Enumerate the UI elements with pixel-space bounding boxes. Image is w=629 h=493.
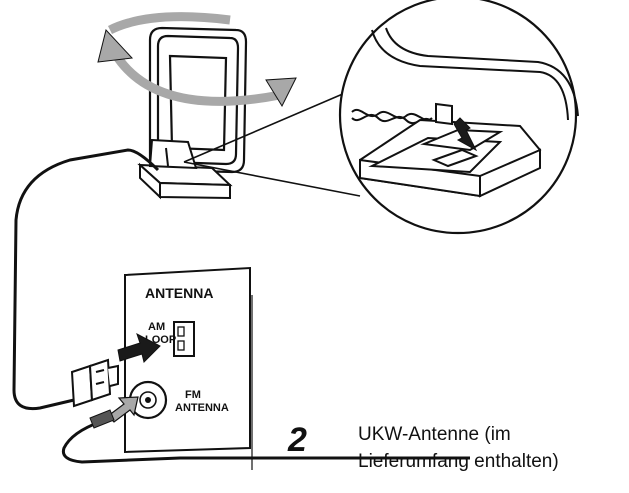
step-number: 2 xyxy=(288,421,307,459)
insertion-arrow xyxy=(453,117,478,152)
fm-antenna-label-line2: ANTENNA xyxy=(175,402,229,414)
fm-connect-arrow xyxy=(107,396,139,423)
panel-title: ANTENNA xyxy=(145,285,213,301)
am-connect-arrow xyxy=(117,332,161,363)
am-antenna-cable xyxy=(12,148,160,411)
fm-wire-antenna xyxy=(61,420,470,464)
caption-line-2: Lieferumfang enthalten) xyxy=(358,451,559,472)
connection-panel xyxy=(124,266,253,470)
am-cable-plug xyxy=(70,358,119,408)
callout-lines xyxy=(183,89,361,197)
fm-antenna-caption: UKW-Antenne (im Lieferumfang enthalten) xyxy=(358,421,626,475)
antenna-stand xyxy=(137,138,233,200)
fm-antenna-label-line1: FM xyxy=(185,389,201,401)
am-loop-label-line1: AM xyxy=(148,321,165,333)
rotation-arrow xyxy=(97,12,297,108)
am-loop-terminal[interactable] xyxy=(173,321,195,357)
caption-line-1: UKW-Antenne (im xyxy=(358,424,511,445)
magnified-detail xyxy=(338,0,579,235)
